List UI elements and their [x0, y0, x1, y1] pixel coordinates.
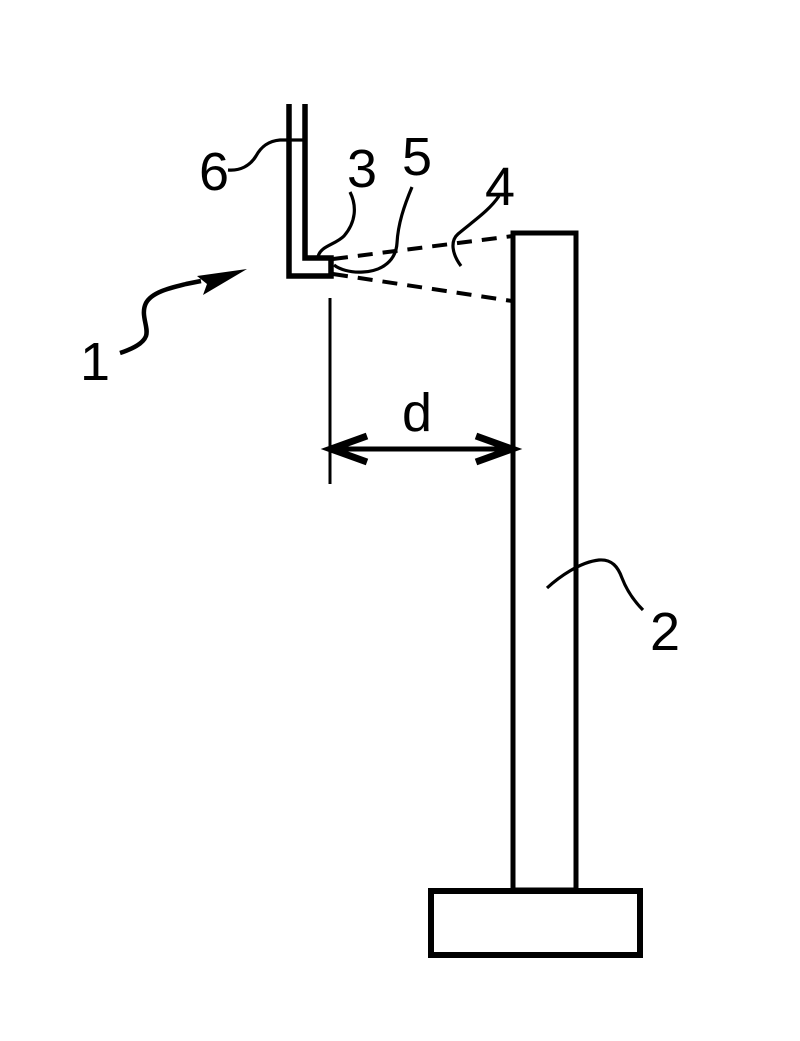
leader-line-5 — [333, 186, 414, 274]
label-4: 4 — [485, 157, 515, 217]
label-1: 1 — [80, 332, 110, 392]
leader-line-3 — [316, 191, 356, 258]
leader-line-6 — [227, 138, 303, 172]
post-base — [428, 888, 643, 958]
reference-arrow-1-head — [197, 269, 247, 295]
label-2: 2 — [650, 602, 680, 662]
target-post — [510, 230, 579, 893]
label-5: 5 — [402, 127, 432, 187]
supply-pipe-and-nozzle-body — [286, 104, 334, 279]
label-3: 3 — [347, 139, 377, 199]
leader-line-4 — [451, 195, 501, 267]
spray-fan-lower-dashed-line — [332, 272, 513, 303]
label-6: 6 — [199, 142, 229, 202]
reference-arrow-1-tail — [119, 278, 202, 356]
spray-fan-upper-dashed-line — [332, 234, 514, 261]
leader-line-2 — [545, 558, 645, 612]
dimension-arrowhead-right — [474, 432, 523, 466]
dimension-label-d: d — [402, 383, 432, 443]
dimension-arrowhead-left — [320, 432, 369, 466]
